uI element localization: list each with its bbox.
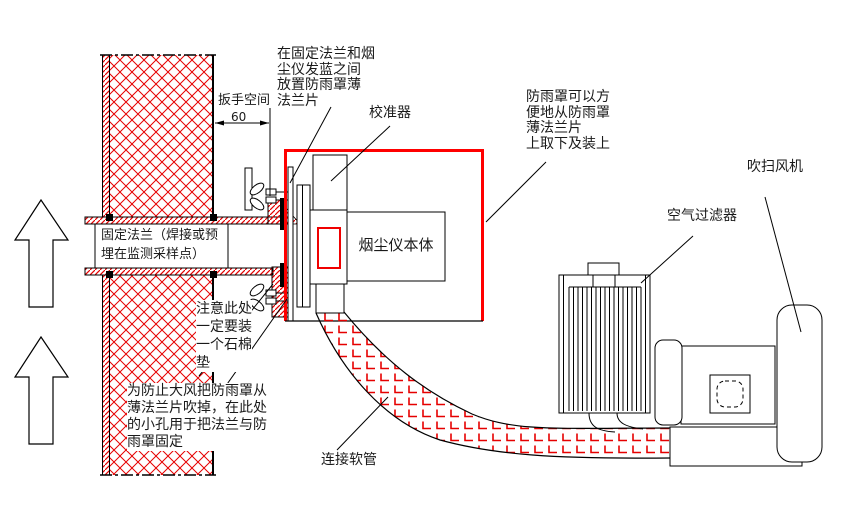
wall-centerlines xyxy=(100,54,216,476)
label-raincover-note: 防雨罩可以方 便地从防雨罩 薄法兰片 上取下及装上 xyxy=(526,89,610,152)
flex-hose xyxy=(315,311,671,459)
motor-front-cap xyxy=(654,339,683,426)
label-wind-note: 为防止大风把防雨罩从 薄法兰片吹掉，在此处 的小孔用于把法兰与防 雨罩固定 xyxy=(127,383,267,451)
label-blower: 吹扫风机 xyxy=(747,159,803,175)
rain-cover xyxy=(284,149,484,322)
label-flange-note: 在固定法兰和烟 尘仪发蓝之间 放置防雨罩薄 法兰片 xyxy=(277,46,375,109)
purge-air-inlet xyxy=(315,283,345,314)
fixed-flange-label-box xyxy=(94,223,229,269)
label-gasket-note: 注意此处 一定要装 一个石棉 垫 xyxy=(196,300,252,372)
mounting-plate xyxy=(296,184,311,308)
label-hose: 连接软管 xyxy=(321,452,377,468)
purge-blower xyxy=(654,304,823,467)
dimension-wrench-space xyxy=(215,108,271,196)
label-calibrator: 校准器 xyxy=(369,105,411,121)
dust-analyzer xyxy=(309,154,446,314)
thin-flange-plate xyxy=(287,166,294,322)
blower-housing xyxy=(776,304,823,463)
flow-arrow-up-1 xyxy=(13,198,70,308)
label-air-filter: 空气过滤器 xyxy=(667,208,737,224)
optics-head xyxy=(309,209,348,285)
analyzer-body xyxy=(346,211,446,282)
window-marker xyxy=(317,227,341,269)
duct-bottom-wall xyxy=(84,267,274,276)
label-instrument-body: 烟尘仪本体 xyxy=(358,236,434,254)
label-wrench-space: 扳手空间 xyxy=(218,93,271,108)
filter-outlet-curves xyxy=(588,412,644,433)
calibrator-unit xyxy=(312,154,348,212)
duct-top-wall xyxy=(84,216,294,225)
flow-arrow-up-2 xyxy=(13,335,70,445)
gasket-bottom xyxy=(280,263,285,287)
label-fixed-flange: 固定法兰（焊接或预 埋在监测采样点） xyxy=(101,228,219,262)
filter-pleats xyxy=(568,287,642,411)
dimension-value-60: 60 xyxy=(231,110,247,124)
wing-nut-bottom xyxy=(249,283,293,312)
gas-flow-arrows xyxy=(13,198,70,445)
gasket-top xyxy=(280,198,285,230)
air-filter xyxy=(558,262,651,433)
